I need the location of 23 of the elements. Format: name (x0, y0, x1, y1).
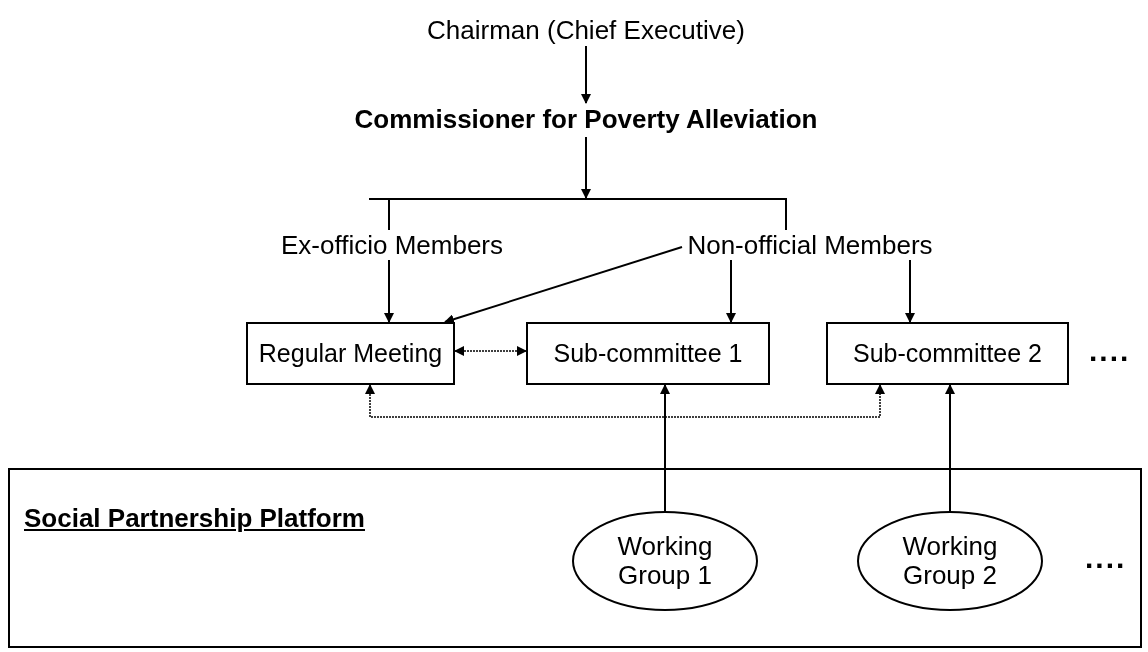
arrow (444, 246, 683, 325)
role-label: Ex-officio Members (270, 230, 514, 260)
arrow (384, 259, 394, 323)
role-label: Non-official Members (682, 230, 938, 260)
dotted-arrow (365, 384, 885, 418)
connector-line (388, 198, 390, 231)
arrow (726, 259, 736, 323)
arrow (945, 384, 955, 512)
arrow (581, 45, 591, 104)
continuation-dots: .... (1085, 541, 1127, 575)
role-label: Commissioner for Poverty Alleviation (316, 103, 856, 135)
dotted-arrow (454, 346, 527, 356)
arrow (905, 259, 915, 323)
group-ellipse: Working Group 1 (572, 511, 758, 611)
committee-box: Regular Meeting (246, 322, 455, 385)
role-label: Chairman (Chief Executive) (396, 14, 776, 46)
connector-line (785, 198, 787, 231)
platform-panel (8, 468, 1142, 648)
committee-box: Sub-committee 1 (526, 322, 770, 385)
panel-heading: Social Partnership Platform (24, 504, 365, 533)
continuation-dots: .... (1089, 333, 1131, 367)
arrow (581, 136, 591, 199)
arrow (660, 384, 670, 512)
